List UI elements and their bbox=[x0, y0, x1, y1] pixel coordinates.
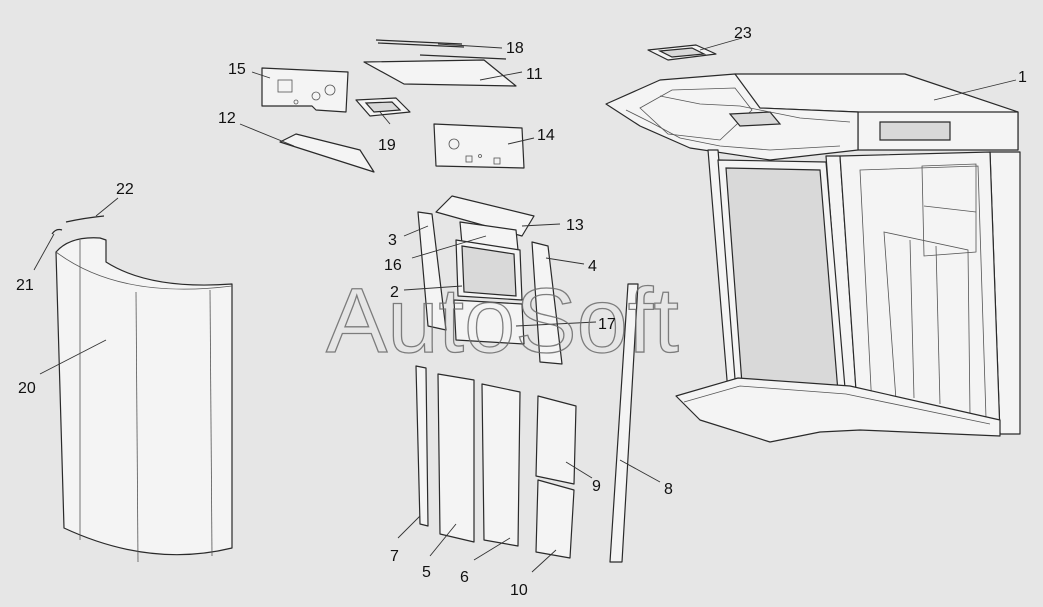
callout-23: 23 bbox=[734, 25, 752, 42]
callout-11: 11 bbox=[526, 66, 543, 83]
callout-1: 1 bbox=[1018, 69, 1027, 86]
panel-part-6 bbox=[481, 383, 521, 547]
panel-part-5 bbox=[437, 373, 475, 543]
callout-19: 19 bbox=[378, 137, 396, 154]
callout-9: 9 bbox=[592, 478, 601, 495]
watermark: AutoSoft bbox=[326, 270, 679, 372]
leader-lines bbox=[33, 37, 1017, 573]
callout-3: 3 bbox=[388, 232, 397, 249]
panel-part-9 bbox=[535, 395, 577, 485]
cab-frame-part-1 bbox=[605, 73, 1021, 443]
frame-part-16 bbox=[455, 221, 523, 301]
curved-panel-part-20 bbox=[55, 237, 233, 563]
callout-21: 21 bbox=[16, 277, 34, 294]
callout-15: 15 bbox=[228, 61, 246, 78]
panel-part-2 bbox=[453, 299, 525, 345]
callout-12: 12 bbox=[218, 110, 236, 127]
panel-part-4 bbox=[531, 241, 563, 365]
callout-17: 17 bbox=[598, 316, 616, 333]
frame-part-19 bbox=[355, 97, 411, 117]
callout-8: 8 bbox=[664, 481, 673, 498]
callout-6: 6 bbox=[460, 569, 469, 586]
strip-part-8 bbox=[609, 283, 639, 563]
callout-14: 14 bbox=[537, 127, 555, 144]
callout-13: 13 bbox=[566, 217, 584, 234]
panel-part-15 bbox=[261, 67, 349, 113]
callout-5: 5 bbox=[422, 564, 431, 581]
callout-16: 16 bbox=[384, 257, 402, 274]
seal-part-22 bbox=[65, 215, 105, 223]
strips-part-18 bbox=[375, 39, 507, 60]
strip-part-7 bbox=[415, 365, 429, 527]
panel-part-3 bbox=[417, 211, 447, 331]
vent-frame-part-23 bbox=[647, 44, 717, 61]
callout-22: 22 bbox=[116, 181, 134, 198]
callout-7: 7 bbox=[390, 548, 399, 565]
callout-4: 4 bbox=[588, 258, 597, 275]
callout-20: 20 bbox=[18, 380, 36, 397]
callout-18: 18 bbox=[506, 40, 524, 57]
callout-10: 10 bbox=[510, 582, 528, 599]
panel-part-10 bbox=[535, 479, 575, 559]
callout-labels: 1 23 18 11 15 12 19 14 22 21 20 13 3 16 … bbox=[16, 25, 1027, 599]
panel-part-14 bbox=[433, 123, 525, 169]
clip-part-21 bbox=[51, 228, 63, 235]
wedge-strip-part-12 bbox=[279, 133, 375, 173]
callout-2: 2 bbox=[390, 284, 399, 301]
roof-panel-part-11 bbox=[363, 59, 517, 87]
